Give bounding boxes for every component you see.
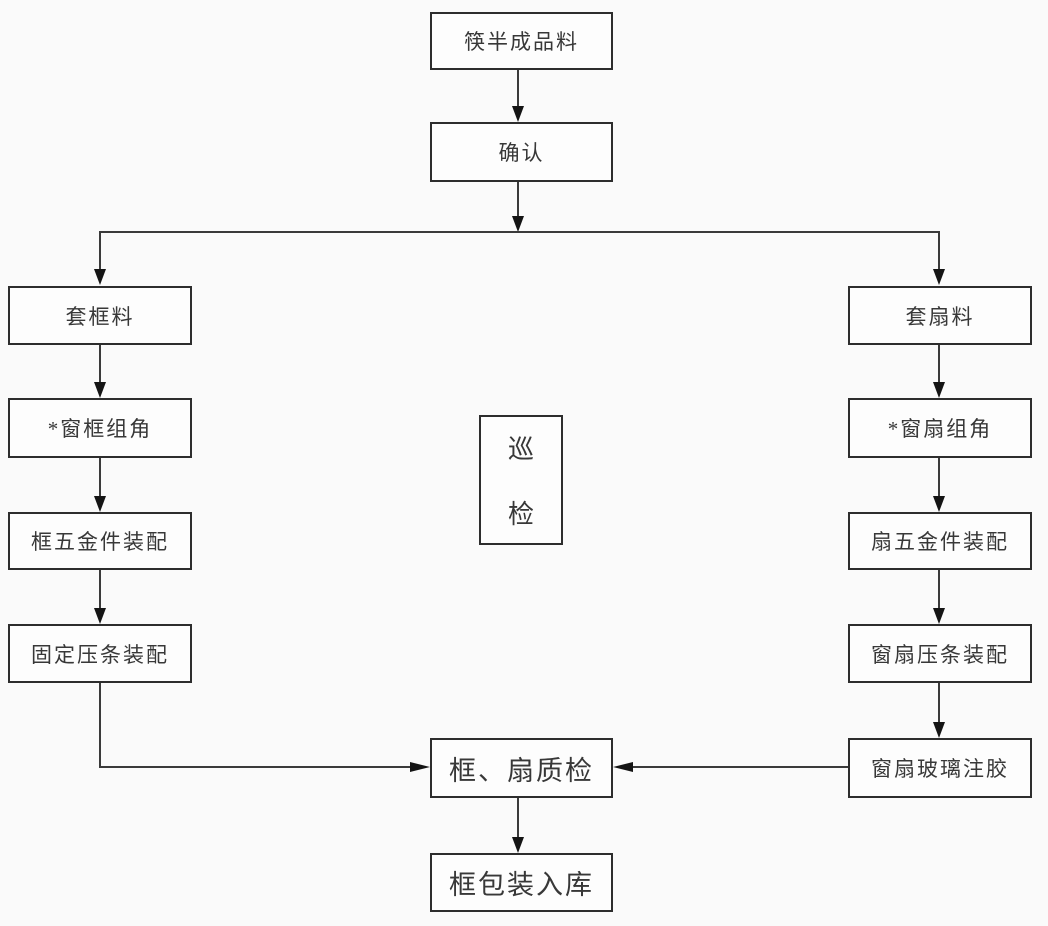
node-sash-glass-glue-label: 窗扇玻璃注胶 xyxy=(871,757,1009,781)
edge-fixed-bead-qc-vline xyxy=(99,683,101,768)
node-pack-warehouse-label: 框包装入库 xyxy=(449,870,594,900)
edge-frame-material-corner-line xyxy=(99,345,101,383)
edge-sash-corner-hardware-line xyxy=(938,458,940,497)
edge-fixed-bead-qc-hline xyxy=(99,766,411,768)
branch-horizontal-line xyxy=(99,231,940,233)
edge-frame-corner-hardware-arrowhead xyxy=(94,496,106,512)
node-receive-material: 筷半成品料 xyxy=(430,12,613,70)
edge-frame-corner-hardware-line xyxy=(99,458,101,497)
node-sash-hardware-assembly: 扇五金件装配 xyxy=(848,512,1032,570)
node-patrol-inspection-char-2: 检 xyxy=(507,500,534,529)
edge-frame-hardware-bead-arrowhead xyxy=(94,608,106,624)
node-fixed-bead-assembly-label: 固定压条装配 xyxy=(31,642,169,667)
edge-branch-sash-material-line xyxy=(938,231,940,270)
node-frame-hardware-assembly: 框五金件装配 xyxy=(8,512,192,570)
node-patrol-inspection-char-1: 巡 xyxy=(507,435,534,464)
edge-branch-frame-material-arrowhead xyxy=(94,269,106,285)
edge-receive-confirm-arrowhead xyxy=(512,106,524,122)
edge-sash-corner-hardware-arrowhead xyxy=(933,496,945,512)
node-frame-corner-assembly: *窗框组角 xyxy=(8,398,192,458)
edge-sash-glass-qc-arrowhead xyxy=(613,762,633,772)
node-frame-material: 套框料 xyxy=(8,286,192,345)
edge-sash-hardware-bead-arrowhead xyxy=(933,608,945,624)
node-sash-bead-assembly-label: 窗扇压条装配 xyxy=(871,642,1009,667)
node-quality-inspection: 框、扇质检 xyxy=(430,738,613,798)
edge-sash-glass-qc-hline xyxy=(633,766,848,768)
node-quality-inspection-label: 框、扇质检 xyxy=(449,755,594,786)
node-sash-material-label: 套扇料 xyxy=(905,304,975,329)
edge-frame-hardware-bead-line xyxy=(99,570,101,609)
node-frame-corner-assembly-label: *窗框组角 xyxy=(47,417,153,441)
node-confirm: 确认 xyxy=(430,122,613,182)
node-sash-corner-assembly: *窗扇组角 xyxy=(848,398,1032,458)
node-frame-material-label: 套框料 xyxy=(65,304,135,329)
node-sash-material: 套扇料 xyxy=(848,286,1032,345)
node-sash-corner-assembly-label: *窗扇组角 xyxy=(887,417,993,441)
node-frame-hardware-assembly-label: 框五金件装配 xyxy=(31,530,169,554)
edge-sash-bead-glass-arrowhead xyxy=(933,722,945,738)
edge-confirm-branch-line xyxy=(517,182,519,217)
node-pack-warehouse: 框包装入库 xyxy=(430,853,613,912)
edge-confirm-branch-arrowhead xyxy=(512,216,524,232)
edge-branch-frame-material-line xyxy=(99,231,101,270)
node-sash-bead-assembly: 窗扇压条装配 xyxy=(848,624,1032,683)
node-fixed-bead-assembly: 固定压条装配 xyxy=(8,624,192,683)
node-sash-hardware-assembly-label: 扇五金件装配 xyxy=(871,530,1009,554)
node-sash-glass-glue: 窗扇玻璃注胶 xyxy=(848,738,1032,798)
edge-qc-pack-arrowhead xyxy=(512,837,524,853)
node-confirm-label: 确认 xyxy=(498,141,545,165)
edge-branch-sash-material-arrowhead xyxy=(933,269,945,285)
edge-frame-material-corner-arrowhead xyxy=(94,382,106,398)
edge-sash-material-corner-arrowhead xyxy=(933,382,945,398)
node-patrol-inspection: 巡 检 xyxy=(479,415,563,545)
node-receive-material-label: 筷半成品料 xyxy=(464,30,579,54)
edge-sash-hardware-bead-line xyxy=(938,570,940,609)
edge-sash-bead-glass-line xyxy=(938,683,940,723)
edge-fixed-bead-qc-arrowhead xyxy=(410,762,430,772)
edge-qc-pack-line xyxy=(517,798,519,838)
edge-receive-confirm-line xyxy=(517,70,519,107)
edge-sash-material-corner-line xyxy=(938,345,940,383)
